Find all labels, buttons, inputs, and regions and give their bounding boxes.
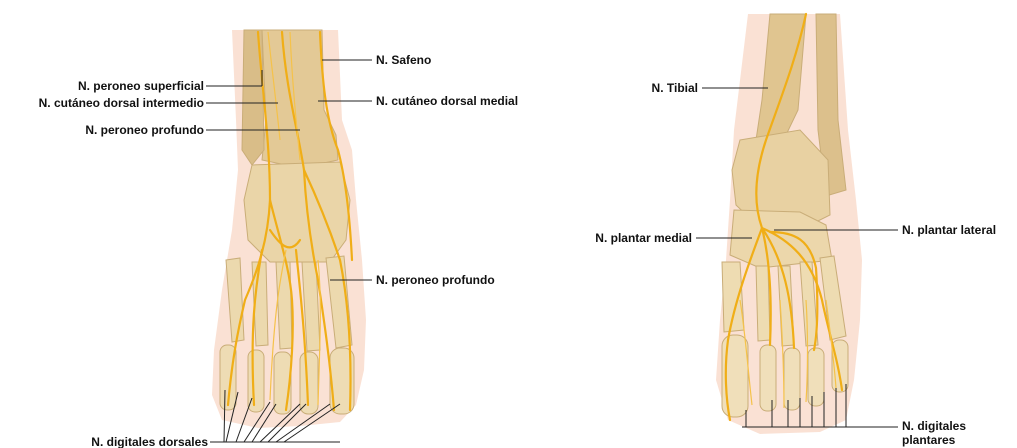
label-safeno: N. Safeno: [376, 53, 431, 67]
label-peroneo-profundo-top: N. peroneo profundo: [85, 123, 204, 137]
label-cutaneo-dorsal-medial: N. cutáneo dorsal medial: [376, 94, 518, 108]
label-cutaneo-dorsal-intermedio: N. cutáneo dorsal intermedio: [39, 96, 204, 110]
dorsal-fibula: [242, 30, 264, 165]
label-peroneo-profundo-right: N. peroneo profundo: [376, 273, 495, 287]
label-plantar-medial: N. plantar medial: [595, 231, 692, 245]
label-digitales-plantares-line1: N. digitales: [902, 419, 966, 433]
label-peroneo-superficial: N. peroneo superficial: [78, 79, 204, 93]
label-tibial: N. Tibial: [652, 81, 698, 95]
plantar-foot-illustration: [716, 14, 862, 434]
dorsal-foot-illustration: [212, 30, 366, 428]
label-digitales-plantares-line2: plantares: [902, 433, 956, 447]
dorsal-tarsals: [244, 162, 350, 262]
label-plantar-lateral: N. plantar lateral: [902, 223, 996, 237]
label-digitales-dorsales: N. digitales dorsales: [91, 435, 208, 448]
